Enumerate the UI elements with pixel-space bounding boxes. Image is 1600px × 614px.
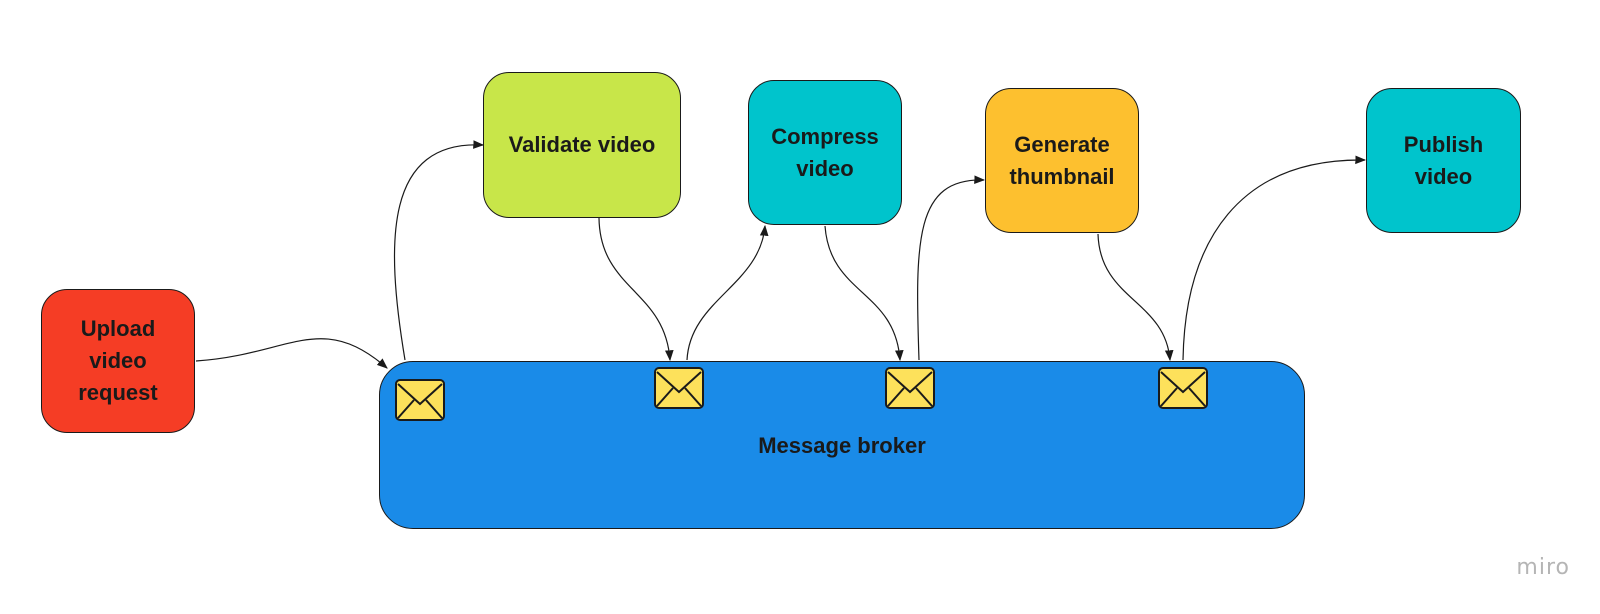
arrow-broker-to-compress [686, 224, 769, 361]
miro-watermark: miro [1516, 555, 1570, 580]
envelope-icon [654, 367, 704, 409]
envelope-icon [395, 379, 445, 421]
arrow-broker-to-thumbnail [917, 175, 986, 361]
arrow-thumbnail-to-broker [1097, 233, 1174, 362]
compress-video-node[interactable]: Compress video [748, 80, 902, 225]
arrow-broker-to-publish [1182, 155, 1367, 361]
arrow-broker-to-validate [393, 140, 485, 361]
publish-video-node[interactable]: Publish video [1366, 88, 1521, 233]
arrow-upload-to-broker [195, 338, 388, 369]
arrow-compress-to-broker [824, 225, 904, 362]
envelope-icon [1158, 367, 1208, 409]
envelope-icon [885, 367, 935, 409]
upload-video-request-node[interactable]: Upload video request [41, 289, 195, 433]
validate-video-node[interactable]: Validate video [483, 72, 681, 218]
generate-thumbnail-node[interactable]: Generate thumbnail [985, 88, 1139, 233]
message-broker-node[interactable]: Message broker [379, 361, 1305, 529]
arrow-validate-to-broker [598, 217, 674, 362]
